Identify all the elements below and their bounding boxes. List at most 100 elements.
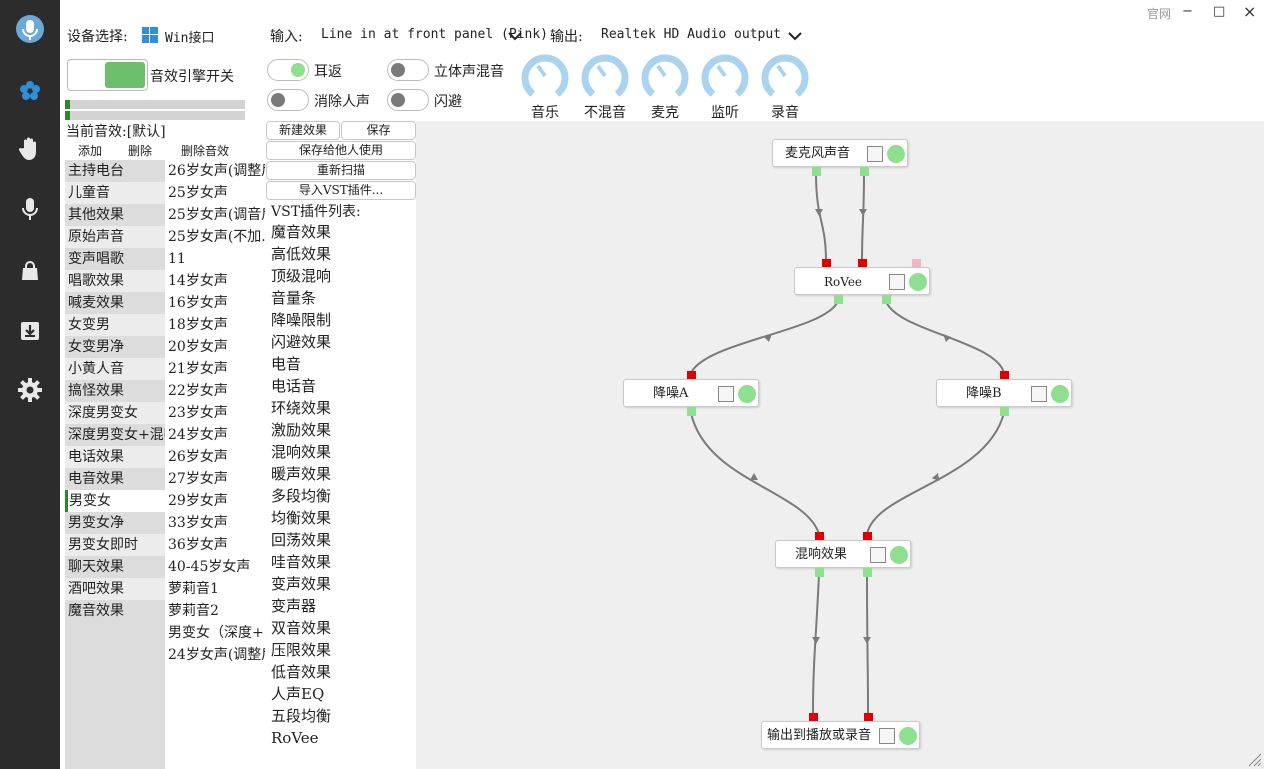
- output-port[interactable]: [834, 295, 843, 304]
- save-for-others-button[interactable]: 保存给他人使用: [266, 141, 416, 160]
- effect-preset-item[interactable]: 23岁女声: [168, 405, 228, 421]
- output-port[interactable]: [812, 167, 821, 176]
- node-enabled-indicator[interactable]: [899, 727, 917, 745]
- effect-preset-item[interactable]: 24岁女声(调整后): [168, 647, 265, 663]
- effect-preset-item[interactable]: 26岁女声(调整后): [168, 163, 265, 179]
- vst-plugin-item[interactable]: 电话音: [271, 377, 317, 395]
- flower-icon[interactable]: [15, 76, 45, 106]
- import-vst-button[interactable]: 导入VST插件...: [266, 181, 416, 200]
- effect-preset-item[interactable]: 20岁女声: [168, 339, 228, 355]
- effect-preset-item[interactable]: 21岁女声: [168, 361, 228, 377]
- effect-category-item[interactable]: 聊天效果: [68, 559, 124, 575]
- effect-row[interactable]: 酒吧效果萝莉音1: [65, 578, 265, 600]
- equalizer-icon[interactable]: [870, 547, 886, 563]
- vst-plugin-item[interactable]: 变声效果: [271, 575, 332, 593]
- equalizer-icon[interactable]: [1031, 386, 1047, 402]
- effect-preset-item[interactable]: 11: [168, 251, 186, 267]
- vst-plugin-item[interactable]: 均衡效果: [271, 509, 332, 527]
- output-port[interactable]: [687, 407, 696, 416]
- effect-category-item[interactable]: 深度男变女+混响: [68, 427, 165, 443]
- rescan-button[interactable]: 重新扫描: [266, 161, 416, 180]
- vst-plugin-item[interactable]: 变声器: [271, 597, 317, 615]
- equalizer-icon[interactable]: [879, 728, 895, 744]
- record-knob[interactable]: 录音: [761, 54, 809, 121]
- effect-row[interactable]: 魔音效果萝莉音2: [65, 600, 265, 622]
- effect-category-item[interactable]: 原始声音: [65, 226, 165, 248]
- add-button[interactable]: 添加: [78, 144, 103, 158]
- vocal-remove-toggle[interactable]: [267, 89, 309, 111]
- vst-plugin-item[interactable]: 双音效果: [271, 619, 332, 637]
- maximize-button[interactable]: □: [1213, 4, 1226, 19]
- vst-plugin-item[interactable]: 激励效果: [271, 421, 332, 439]
- vst-plugin-item[interactable]: 人声EQ: [271, 685, 325, 703]
- hand-icon[interactable]: [15, 134, 45, 164]
- input-port[interactable]: [822, 259, 831, 268]
- mic-knob[interactable]: 麦克: [641, 54, 689, 121]
- node-enabled-indicator[interactable]: [887, 145, 905, 163]
- vst-plugin-item[interactable]: 低音效果: [271, 663, 332, 681]
- device-select-value[interactable]: Win接口: [165, 31, 215, 46]
- effect-preset-item[interactable]: 18岁女声: [168, 317, 228, 333]
- microphone-icon[interactable]: [15, 194, 45, 224]
- effect-category-item[interactable]: 酒吧效果: [65, 578, 165, 600]
- vst-plugin-item[interactable]: 暖声效果: [271, 465, 332, 483]
- effect-graph-canvas[interactable]: 麦克风声音 RoVee 降噪A 降噪B 混响效果 输出到播: [416, 121, 1264, 769]
- save-button[interactable]: 保存: [341, 121, 416, 140]
- ducking-toggle[interactable]: [387, 89, 429, 111]
- music-knob[interactable]: 音乐: [521, 54, 569, 121]
- effect-category-item[interactable]: 电音效果: [68, 471, 124, 487]
- effect-category-item[interactable]: 电话效果: [65, 446, 165, 468]
- effect-category-item[interactable]: 儿童音: [65, 182, 165, 204]
- effect-preset-item[interactable]: 29岁女声: [168, 493, 228, 509]
- input-port[interactable]: [815, 532, 824, 541]
- effect-category-item[interactable]: 变声唱歌: [68, 251, 124, 267]
- effect-category-item[interactable]: 喊麦效果: [68, 295, 124, 311]
- engine-switch[interactable]: [67, 59, 148, 91]
- download-icon[interactable]: [15, 316, 45, 346]
- effect-preset-item[interactable]: 25岁女声(不加...: [168, 229, 265, 245]
- no-mix-knob[interactable]: 不混音: [581, 54, 629, 121]
- effect-preset-item[interactable]: 男变女（深度+...: [168, 625, 265, 641]
- vst-plugin-item[interactable]: 顶级混响: [271, 267, 332, 285]
- official-site-link[interactable]: 官网: [1147, 7, 1172, 21]
- effect-category-item[interactable]: 男变女: [65, 490, 165, 512]
- gear-icon[interactable]: [15, 375, 45, 405]
- effect-preset-item[interactable]: 萝莉音2: [168, 603, 219, 619]
- node-rovee[interactable]: RoVee: [794, 267, 930, 295]
- effect-category-item[interactable]: 男变女即时: [65, 534, 165, 556]
- vst-plugin-item[interactable]: RoVee: [271, 729, 319, 747]
- output-port[interactable]: [1000, 407, 1009, 416]
- resize-grip-icon[interactable]: [1246, 751, 1262, 767]
- vst-plugin-item[interactable]: 多段均衡: [271, 487, 332, 505]
- output-port[interactable]: [882, 295, 891, 304]
- input-select[interactable]: Line in at front panel (Pink): [321, 27, 548, 42]
- output-port[interactable]: [815, 568, 824, 577]
- output-select[interactable]: Realtek HD Audio output: [601, 27, 782, 42]
- node-denoise-b[interactable]: 降噪B: [936, 379, 1072, 407]
- vst-plugin-item[interactable]: 降噪限制: [271, 311, 332, 329]
- effect-category-item[interactable]: 唱歌效果: [65, 270, 165, 292]
- vst-plugin-item[interactable]: 环绕效果: [271, 399, 332, 417]
- input-port[interactable]: [1000, 371, 1009, 380]
- input-port[interactable]: [687, 371, 696, 380]
- effect-preset-item[interactable]: 24岁女声: [168, 427, 228, 443]
- effect-row[interactable]: 深度男变女+混响24岁女声: [65, 424, 265, 446]
- delete-effect-button[interactable]: 删除音效: [181, 144, 230, 158]
- equalizer-icon[interactable]: [867, 146, 883, 162]
- effect-preset-item[interactable]: 33岁女声: [168, 515, 228, 531]
- close-button[interactable]: ×: [1243, 2, 1257, 21]
- effect-category-item[interactable]: 搞怪效果: [68, 383, 124, 399]
- vst-plugin-item[interactable]: 五段均衡: [271, 707, 332, 725]
- effect-preset-item[interactable]: 22岁女声: [168, 383, 228, 399]
- node-enabled-indicator[interactable]: [909, 273, 927, 291]
